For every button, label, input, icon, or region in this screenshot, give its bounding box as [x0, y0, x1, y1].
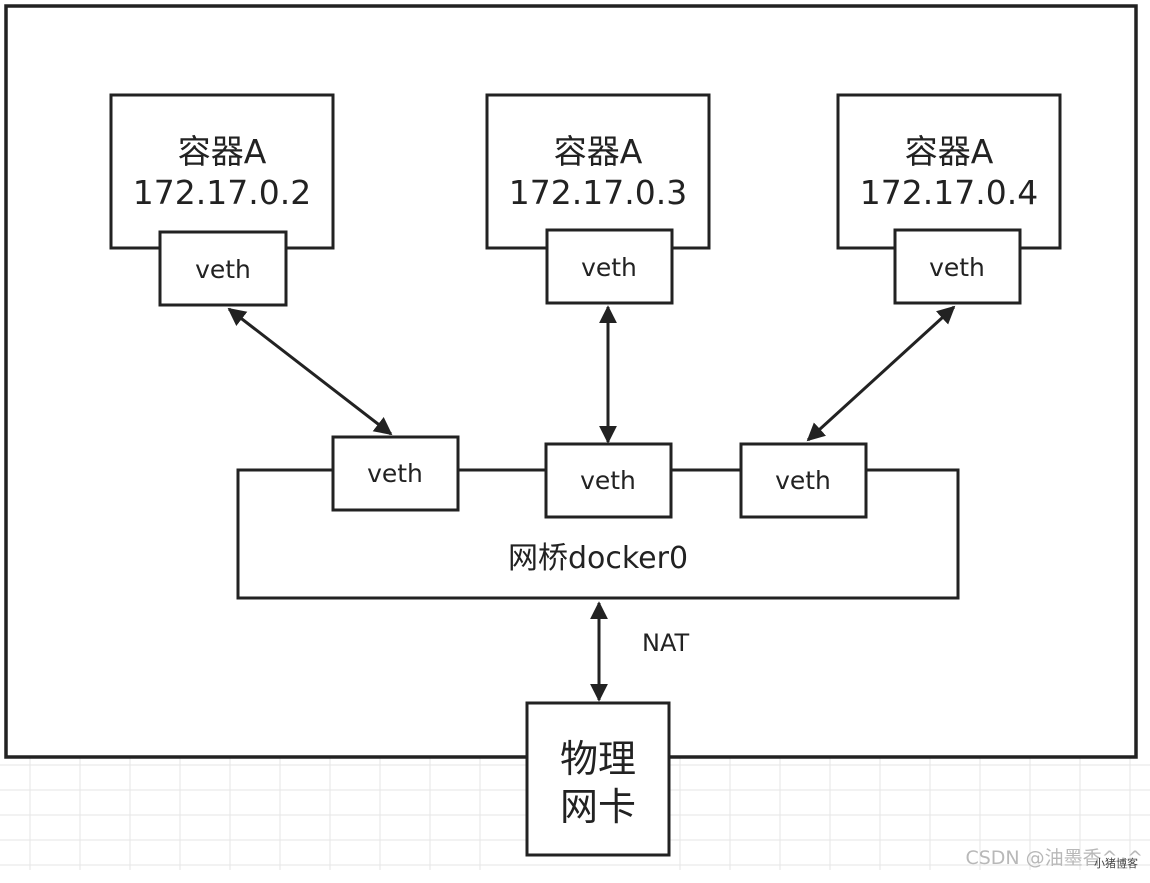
container-ip: 172.17.0.3: [509, 173, 687, 212]
container-ip: 172.17.0.4: [860, 173, 1038, 212]
container-veth-box: [545, 228, 674, 305]
bridge-port: veth: [331, 435, 460, 512]
bridge-port: veth: [544, 442, 673, 519]
container-ip: 172.17.0.2: [133, 173, 311, 212]
watermark-text: CSDN @油墨香^_^: [965, 847, 1143, 869]
bridge-port: veth: [739, 442, 868, 519]
container-name: 容器A: [905, 132, 994, 171]
bridge-port-label: veth: [580, 466, 636, 495]
physical-nic-line1: 物理: [560, 737, 636, 781]
container-box: [109, 93, 335, 250]
container-node: 容器A 172.17.0.2 veth: [109, 93, 335, 307]
container-veth-box: [893, 228, 1022, 305]
container-veth-label: veth: [581, 253, 637, 282]
container-box: [485, 93, 711, 250]
container-node: 容器A 172.17.0.4 veth: [836, 93, 1062, 305]
physical-nic-box: [525, 701, 671, 857]
bridge-box: [236, 468, 960, 600]
veth-pair-arrow: [227, 307, 393, 436]
bridge-port-box: [331, 435, 460, 512]
nat-label: NAT: [642, 629, 690, 657]
physical-nic: 物理 网卡: [525, 701, 671, 857]
physical-nic-line2: 网卡: [560, 785, 636, 829]
watermark-small-text: 小猪博客: [1094, 856, 1138, 870]
bridge-port-box: [739, 442, 868, 519]
bridge-port-label: veth: [367, 459, 423, 488]
background-grid: [0, 758, 1150, 870]
container-veth-label: veth: [195, 255, 251, 284]
container-name: 容器A: [554, 132, 643, 171]
bridge-port-label: veth: [775, 466, 831, 495]
bridge-port-box: [544, 442, 673, 519]
container-veth-box: [158, 230, 288, 307]
veth-pair-arrow: [806, 305, 956, 442]
container-box: [836, 93, 1062, 250]
container-name: 容器A: [178, 132, 267, 171]
container-node: 容器A 172.17.0.3 veth: [485, 93, 711, 305]
container-veth-label: veth: [929, 253, 985, 282]
bridge-label: 网桥docker0: [508, 541, 688, 576]
